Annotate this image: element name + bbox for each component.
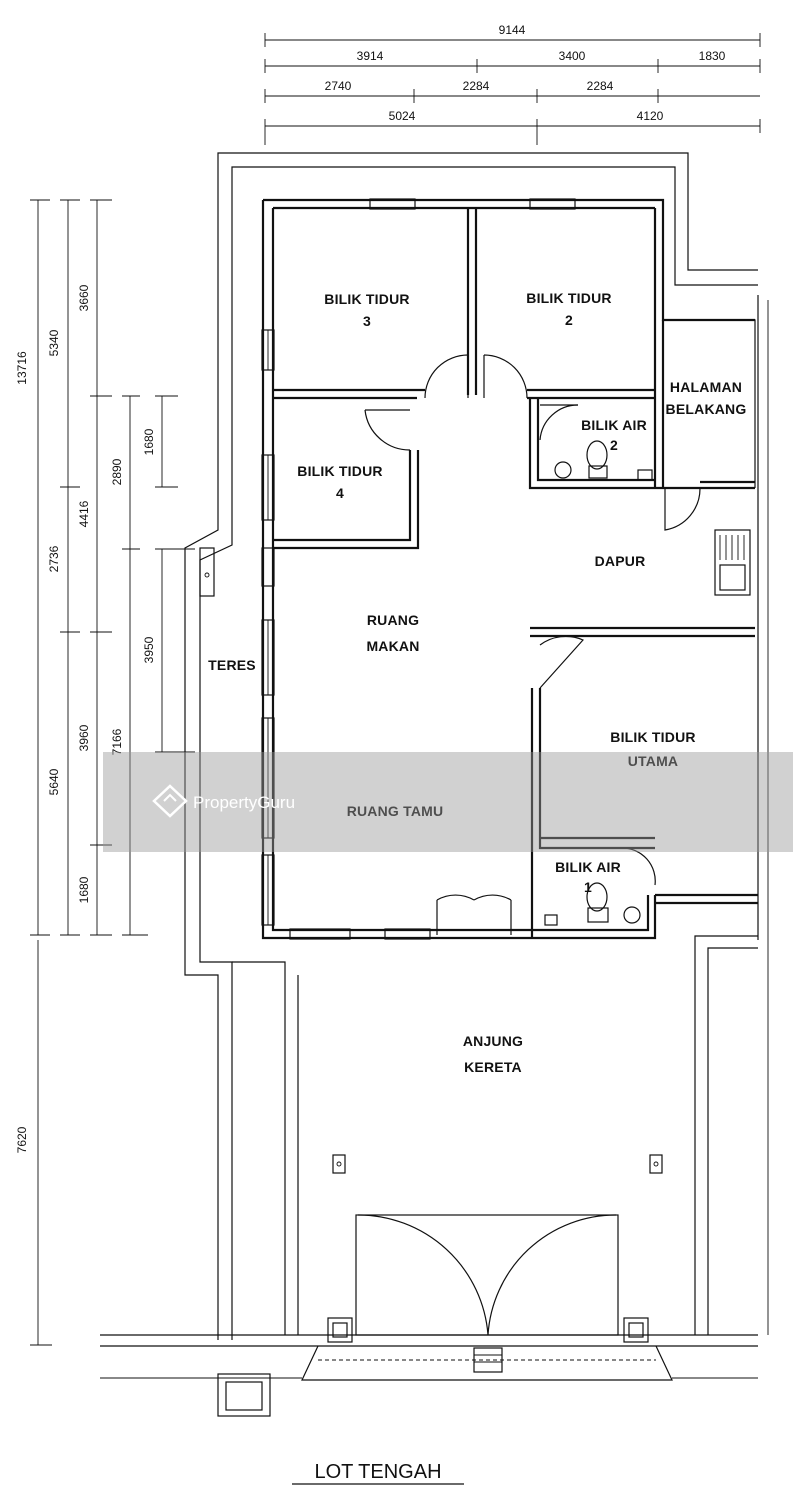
dim-top-4120: 4120 [637, 109, 664, 123]
label-belakang: BELAKANG [666, 401, 747, 417]
dim-left-13716: 13716 [15, 351, 29, 385]
dim-left-5640: 5640 [47, 768, 61, 795]
dim-left-1680b: 1680 [142, 428, 156, 455]
dim-left-2890: 2890 [110, 458, 124, 485]
label-bilik-tidur-4-num: 4 [336, 485, 344, 501]
label-bilik-air-2: BILIK AIR [581, 417, 647, 433]
dim-left-7620: 7620 [15, 1126, 29, 1153]
top-dimension-lines [264, 33, 761, 145]
dim-left-3660: 3660 [77, 284, 91, 311]
dim-left-1680a: 1680 [77, 876, 91, 903]
label-bilik-tidur-3-num: 3 [363, 313, 371, 329]
dim-left-3950: 3950 [142, 636, 156, 663]
label-bilik-tidur-utama-2: UTAMA [628, 753, 679, 769]
dim-top-3400: 3400 [559, 49, 586, 63]
plan-caption: LOT TENGAH [314, 1461, 441, 1483]
watermark-band [103, 752, 793, 852]
dim-top-5024: 5024 [389, 109, 416, 123]
label-teres: TERES [208, 657, 256, 673]
left-dimension-lines [30, 199, 195, 1346]
label-bilik-air-2-num: 2 [610, 437, 618, 453]
bathroom-fixtures [544, 440, 653, 926]
left-windows [261, 198, 576, 940]
halaman-belakang-yard [663, 319, 756, 488]
dim-top-2740: 2740 [325, 79, 352, 93]
label-ruang-makan-2: MAKAN [366, 638, 419, 654]
lot-boundary [184, 152, 769, 1340]
watermark-text: PropertyGuru [193, 793, 295, 812]
dim-top-3914: 3914 [357, 49, 384, 63]
label-halaman: HALAMAN [670, 379, 742, 395]
dim-top-9144: 9144 [499, 23, 526, 37]
label-dapur: DAPUR [595, 553, 646, 569]
label-anjung: ANJUNG [463, 1033, 523, 1049]
teres-column [199, 547, 215, 597]
label-bilik-tidur-2-num: 2 [565, 312, 573, 328]
label-bilik-tidur-3: BILIK TIDUR [324, 291, 409, 307]
label-kereta: KERETA [464, 1059, 522, 1075]
label-bilik-air-1: BILIK AIR [555, 859, 621, 875]
label-ruang-tamu: RUANG TAMU [347, 803, 444, 819]
car-porch [100, 1154, 758, 1417]
dim-left-2736: 2736 [47, 545, 61, 572]
label-ruang-makan-1: RUANG [367, 612, 419, 628]
label-bilik-tidur-4: BILIK TIDUR [297, 463, 382, 479]
kitchen-sink [714, 529, 751, 596]
dim-left-4416: 4416 [77, 500, 91, 527]
dim-left-3960: 3960 [77, 724, 91, 751]
propertyguru-logo-icon [152, 784, 188, 818]
label-bilik-tidur-utama-1: BILIK TIDUR [610, 729, 695, 745]
dim-top-2284b: 2284 [587, 79, 614, 93]
label-bilik-air-1-num: 1 [584, 879, 592, 895]
dim-top-2284a: 2284 [463, 79, 490, 93]
label-bilik-tidur-2: BILIK TIDUR [526, 290, 611, 306]
doors [364, 354, 701, 935]
dim-left-5340: 5340 [47, 329, 61, 356]
dim-left-7166: 7166 [110, 728, 124, 755]
dim-top-1830: 1830 [699, 49, 726, 63]
